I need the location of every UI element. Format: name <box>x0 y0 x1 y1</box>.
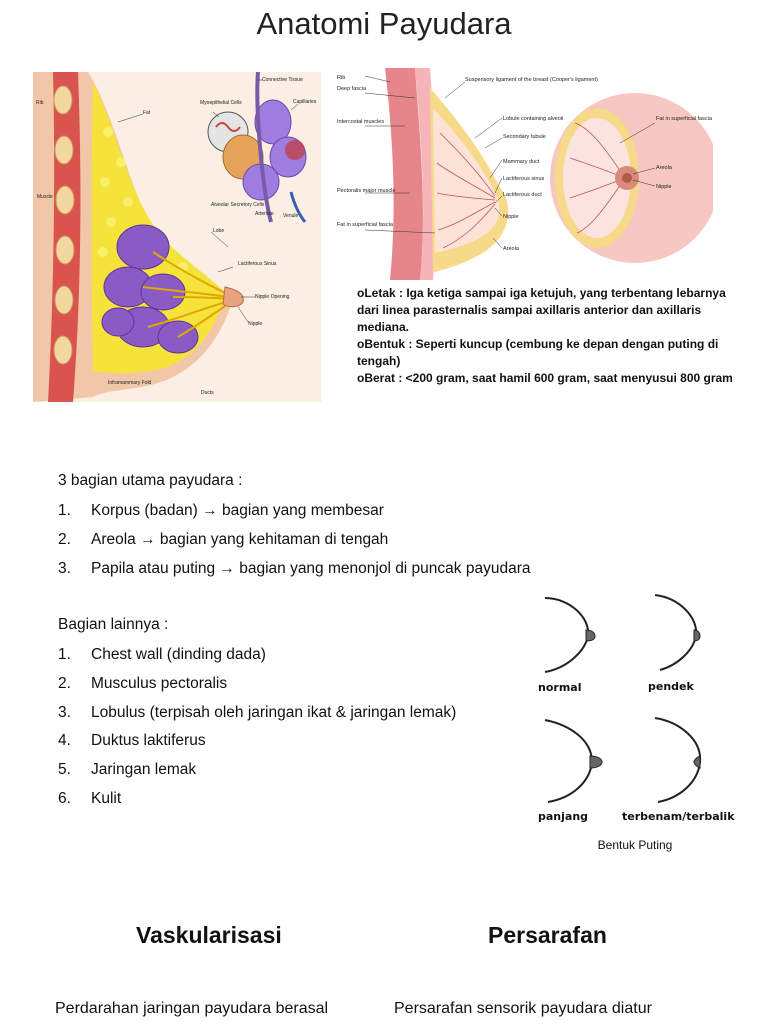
label-muscle: Muscle <box>37 194 53 200</box>
label-suspensory-ligament: Suspensory ligament of the breast (Coope… <box>465 77 598 83</box>
list-item: 5.Jaringan lemak <box>58 761 197 779</box>
label-areola-right: Areola <box>656 165 673 171</box>
main-parts-heading: 3 bagian utama payudara : <box>58 472 243 489</box>
label-alveolar-secretory-cells: Alveolar Secretory Cells <box>211 202 265 208</box>
vaskularisasi-heading: Vaskularisasi <box>136 922 282 948</box>
nipple-terbenam-shape <box>693 755 701 769</box>
list-item: 1.Chest wall (dinding dada) <box>58 646 266 663</box>
info-letak: oLetak : Iga ketiga sampai iga ketujuh, … <box>357 286 726 334</box>
label-capillaries: Capillaries <box>293 99 317 105</box>
label-intercostal-muscles: Intercostal muscles <box>337 119 384 125</box>
other-parts-heading: Bagian lainnya : <box>58 616 169 633</box>
list-item: 3. Papila atau puting → bagian yang meno… <box>58 559 531 577</box>
label-fat-superficial-fascia: Fat in superficial fascia <box>337 222 394 228</box>
list-item: 2.Musculus pectoralis <box>58 674 228 692</box>
label-nipple-right: Nipple <box>656 184 672 190</box>
persarafan-heading: Persarafan <box>488 922 607 948</box>
normal-breast-curve <box>544 597 590 673</box>
nipple-shapes-figure: normal pendek panjang terbenam/terbalik <box>530 590 740 830</box>
terbenam-breast-curve <box>654 717 702 803</box>
label-ducts: Ducts <box>201 390 214 396</box>
label-deep-fascia: Deep fascia <box>337 86 367 92</box>
label-normal: normal <box>538 681 582 694</box>
pendek-breast-curve <box>654 594 698 671</box>
label-lobule: Lobule containing alveoli <box>503 116 563 122</box>
arrow-icon: → <box>140 530 156 548</box>
arrow-icon: → <box>202 502 218 519</box>
label-lactiferous-sinus: Lactiferous Sinus <box>238 261 277 267</box>
list-item: 4.Duktus laktiferus <box>58 732 206 750</box>
label-fat: Fat <box>143 110 151 116</box>
other-parts-list: Bagian lainnya : 1.Chest wall (dinding d… <box>58 616 456 814</box>
label-lactiferous-duct: Lactiferous duct <box>503 192 542 198</box>
label-secondary-tubule: Secondary tubule <box>503 134 546 140</box>
label-nipple: Nipple <box>248 321 262 327</box>
label-pendek: pendek <box>648 680 694 693</box>
persarafan-text: Persarafan sensorik payudara diatur <box>394 1000 652 1017</box>
info-bentuk: oBentuk : Seperti kuncup (cembung ke dep… <box>357 337 719 368</box>
list-item: 2. Areola → bagian yang kehitaman di ten… <box>58 530 389 548</box>
label-mammary-duct: Mammary duct <box>503 159 540 165</box>
nipple-shapes-caption: Bentuk Puting <box>597 838 673 852</box>
breast-anatomy-illustration: Connective Tissue Capillaries Myoepithel… <box>33 72 321 402</box>
list-item: 3.Lobulus (terpisah oleh jaringan ikat &… <box>58 703 457 721</box>
label-rib: Rib <box>36 100 44 106</box>
main-parts-list: 3 bagian utama payudara : 1. Korpus (bad… <box>58 472 530 583</box>
label-lobe: Lobe <box>213 228 224 234</box>
label-myoepithelial-cells: Myoepithelial Cells <box>200 100 242 106</box>
breast-info-text: oLetak : Iga ketiga sampai iga ketujuh, … <box>357 285 742 387</box>
label-panjang: panjang <box>538 810 589 823</box>
panjang-breast-curve <box>544 719 594 803</box>
label-fat-superficial-fascia-right: Fat in superficial fascia <box>656 116 713 122</box>
label-inframammary-fold: Inframammary Fold <box>108 380 152 386</box>
list-item: 1. Korpus (badan) → bagian yang membesar <box>58 502 384 519</box>
label-terbenam: terbenam/terbalik <box>622 810 735 823</box>
list-item: 6.Kulit <box>58 789 122 807</box>
nipple-normal-shape <box>585 629 596 642</box>
nipple-pendek-shape <box>693 629 701 642</box>
label-rib-right: Rib <box>337 75 345 81</box>
label-venule: Venule <box>283 213 299 219</box>
label-areola: Areola <box>503 246 520 252</box>
info-berat: oBerat : <200 gram, saat hamil 600 gram,… <box>357 371 733 385</box>
label-lactiferous-sinus-right: Lactiferous sinus <box>503 176 545 182</box>
arrow-icon: → <box>219 559 235 577</box>
label-connective-tissue: Connective Tissue <box>262 77 303 83</box>
label-pectoralis: Pectoralis major muscle <box>337 188 395 194</box>
label-nipple-opening: Nipple Opening <box>255 294 290 300</box>
vaskularisasi-text: Perdarahan jaringan payudara berasal <box>55 1000 329 1017</box>
breast-cross-section-illustration: Rib Deep fascia Intercostal muscles Susp… <box>335 68 713 280</box>
page-title: Anatomi Payudara <box>256 6 512 41</box>
nipple-panjang-shape <box>589 755 603 769</box>
label-arteriole: Arteriole <box>255 211 274 217</box>
label-nipple-right-figure: Nipple <box>503 214 519 220</box>
